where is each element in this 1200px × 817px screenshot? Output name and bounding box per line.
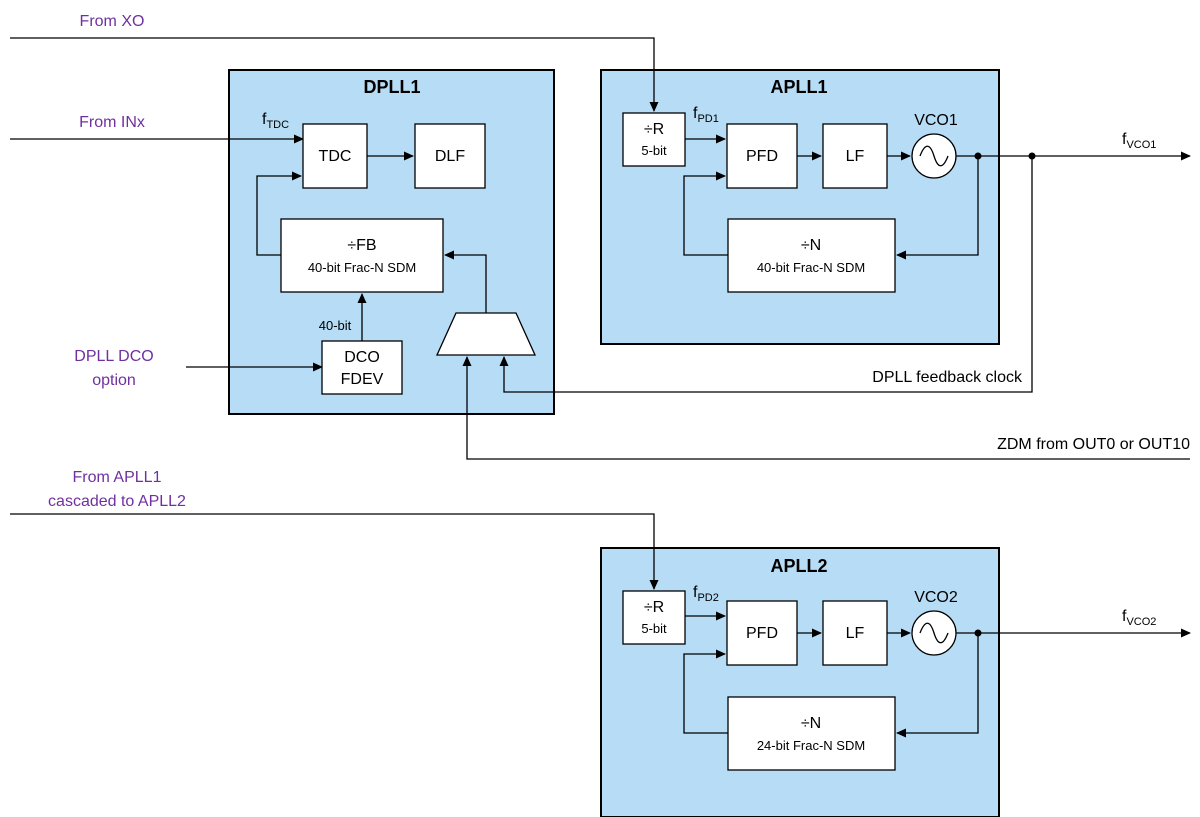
apll2-fpd-label: fPD2 bbox=[693, 584, 719, 604]
dpll-feedback-label: DPLL feedback clock bbox=[872, 369, 1023, 386]
sine-wave-icon bbox=[919, 145, 949, 167]
sine-wave-icon bbox=[919, 622, 949, 644]
apll1-r-divider-block bbox=[622, 112, 686, 167]
dpll-dco-label-line1: DPLL DCO bbox=[74, 348, 153, 365]
zdm-label: ZDM from OUT0 or OUT10 bbox=[997, 436, 1190, 453]
apll2-r-label-line2: 5-bit bbox=[641, 621, 667, 636]
mux-to-fb-wire bbox=[444, 250, 487, 313]
apll1-feedback-node bbox=[1028, 152, 1036, 160]
apll2-pfd-block bbox=[726, 600, 798, 666]
apll2-vco-label: VCO2 bbox=[914, 589, 958, 606]
apll1-n-to-pfd-wire bbox=[683, 171, 728, 256]
fb-divider-label-line1: ÷FB bbox=[347, 237, 376, 254]
apll1-lf-label: LF bbox=[846, 148, 865, 165]
apll2-r-divider-block bbox=[622, 590, 686, 645]
apll2-r-label-line1: ÷R bbox=[644, 599, 664, 616]
tdc-block bbox=[302, 123, 368, 189]
apll2-n-divider-block bbox=[727, 696, 896, 771]
dlf-label: DLF bbox=[435, 148, 465, 165]
fb-divider-block bbox=[280, 218, 444, 293]
bit40-label: 40-bit bbox=[319, 318, 352, 333]
tdc-label: TDC bbox=[319, 148, 352, 165]
from-apll1-label-line1: From APLL1 bbox=[73, 469, 162, 486]
apll1-n-label-line2: 40-bit Frac-N SDM bbox=[757, 260, 865, 275]
apll2-lf-label: LF bbox=[846, 625, 865, 642]
apll1-n-divider-block bbox=[727, 218, 896, 293]
apll1-fpd-label: fPD1 bbox=[693, 105, 719, 125]
fb-to-tdc-wire bbox=[256, 171, 302, 256]
apll1-pfd-block bbox=[726, 123, 798, 189]
apll2-lf-block bbox=[822, 600, 888, 666]
apll1-cascade-wire bbox=[10, 513, 659, 590]
xo-wire bbox=[10, 37, 659, 112]
dlf-block bbox=[414, 123, 486, 189]
apll2-n-to-pfd-wire bbox=[683, 649, 728, 734]
apll1-out-label: fVCO1 bbox=[1122, 131, 1156, 151]
apll1-title: APLL1 bbox=[770, 77, 827, 97]
apll1-vco-label: VCO1 bbox=[914, 112, 958, 129]
apll1-r-label-line1: ÷R bbox=[644, 121, 664, 138]
dco-fdev-block bbox=[321, 340, 403, 395]
from-inx-label: From INx bbox=[79, 114, 145, 131]
feedback-mux bbox=[435, 312, 537, 356]
apll1-r-label-line2: 5-bit bbox=[641, 143, 667, 158]
apll1-n-label-line1: ÷N bbox=[801, 237, 821, 254]
dco-fdev-label-line1: DCO bbox=[344, 349, 380, 366]
zdm-wire bbox=[462, 356, 1190, 460]
apll2-title: APLL2 bbox=[770, 556, 827, 576]
dpll1-title: DPLL1 bbox=[363, 77, 420, 97]
apll2-vco-to-n-wire bbox=[896, 633, 979, 738]
from-apll1-label-line2: cascaded to APLL2 bbox=[48, 493, 186, 510]
apll2-n-label-line2: 24-bit Frac-N SDM bbox=[757, 738, 865, 753]
apll2-pfd-label: PFD bbox=[746, 625, 778, 642]
apll1-pfd-label: PFD bbox=[746, 148, 778, 165]
apll1-vco-to-n-wire bbox=[896, 156, 979, 260]
apll2-out-label: fVCO2 bbox=[1122, 608, 1156, 628]
dco-fdev-label-line2: FDEV bbox=[341, 371, 384, 388]
fb-divider-label-line2: 40-bit Frac-N SDM bbox=[308, 260, 416, 275]
apll2-n-label-line1: ÷N bbox=[801, 715, 821, 732]
apll1-lf-block bbox=[822, 123, 888, 189]
from-xo-label: From XO bbox=[80, 13, 145, 30]
dpll-dco-label-line2: option bbox=[92, 372, 136, 389]
ftdc-label: fTDC bbox=[262, 111, 289, 131]
dpll-feedback-wire bbox=[499, 155, 1033, 393]
